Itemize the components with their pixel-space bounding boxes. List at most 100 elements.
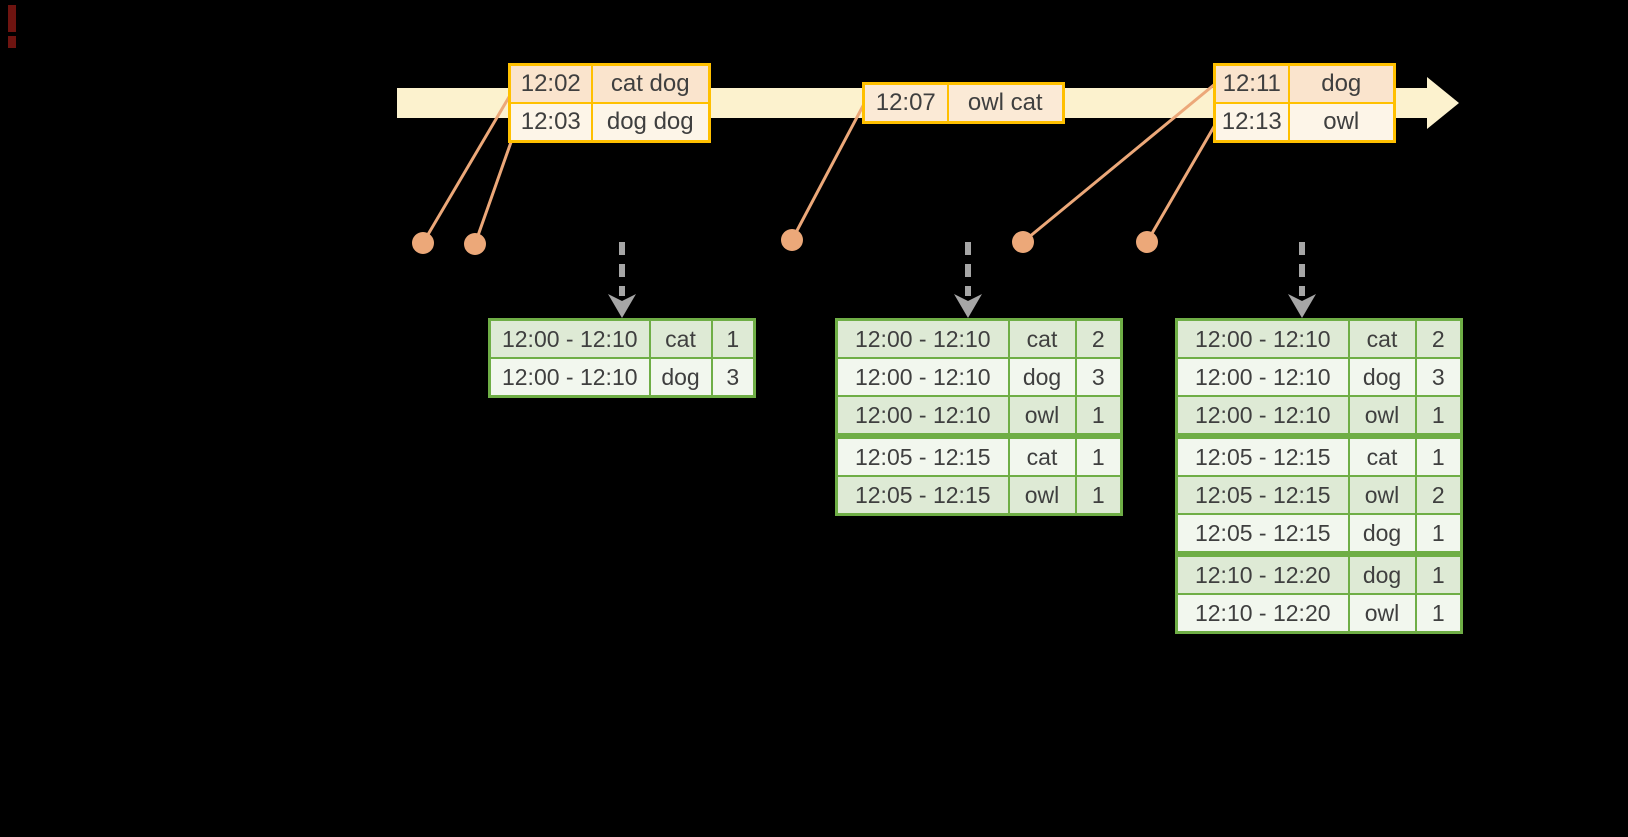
connector-line [1022,82,1216,244]
trigger-arrowhead-icon [608,294,636,318]
count-cell: 3 [710,357,756,398]
event-pin-dot [464,233,486,255]
corner-artifact-mark [8,5,16,32]
result-table-3: 12:00 - 12:10 cat 2 12:00 - 12:10 dog 3 … [1175,318,1463,634]
trigger-arrowhead-icon [954,294,982,318]
event-row: 12:11 dog [1213,63,1396,104]
result-row: 12:00 - 12:10 dog 3 [488,357,756,398]
count-cell: 2 [1074,318,1123,359]
event-pin-dot [1136,231,1158,253]
connector-line [421,91,514,244]
window-cell: 12:05 - 12:15 [1175,433,1350,477]
word-cell: owl [1007,475,1077,516]
word-cell: cat [1007,433,1077,477]
word-cell: dog [1347,513,1417,555]
count-cell: 2 [1414,475,1463,515]
event-pin-dot [1012,231,1034,253]
count-cell: 1 [1414,433,1463,477]
window-cell: 12:05 - 12:15 [835,475,1010,516]
word-cell: cat [1347,318,1417,359]
window-cell: 12:10 - 12:20 [1175,593,1350,634]
result-row: 12:05 - 12:15 owl 1 [835,475,1123,516]
word-cell: dog [1007,357,1077,397]
event-table-3: 12:11 dog 12:13 owl [1213,63,1396,143]
event-table-1: 12:02 cat dog 12:03 dog dog [508,63,711,143]
count-cell: 3 [1074,357,1123,397]
count-cell: 1 [1074,433,1123,477]
event-pins [412,229,1158,255]
result-row: 12:00 - 12:10 dog 3 [1175,357,1463,397]
result-row: 12:05 - 12:15 cat 1 [835,433,1123,477]
event-row: 12:02 cat dog [508,63,711,104]
word-cell: owl [1347,395,1417,437]
count-cell: 1 [1074,395,1123,437]
count-cell: 1 [1414,395,1463,437]
window-cell: 12:10 - 12:20 [1175,551,1350,595]
event-connectors [421,82,1217,245]
window-cell: 12:05 - 12:15 [1175,513,1350,555]
event-words-cell: dog [1287,63,1396,104]
result-table-2: 12:00 - 12:10 cat 2 12:00 - 12:10 dog 3 … [835,318,1123,516]
window-cell: 12:00 - 12:10 [488,357,651,398]
result-row: 12:05 - 12:15 dog 1 [1175,513,1463,555]
word-cell: owl [1007,395,1077,437]
timeline-arrowhead-icon [1427,77,1459,129]
event-row: 12:07 owl cat [862,82,1065,124]
count-cell: 1 [1074,475,1123,516]
event-words-cell: cat dog [590,63,711,104]
event-time-cell: 12:07 [862,82,949,124]
result-row: 12:00 - 12:10 owl 1 [835,395,1123,437]
count-cell: 3 [1414,357,1463,397]
window-cell: 12:00 - 12:10 [1175,395,1350,437]
event-words-cell: owl [1287,102,1396,143]
count-cell: 1 [1414,513,1463,555]
window-cell: 12:00 - 12:10 [835,395,1010,437]
window-cell: 12:05 - 12:15 [1175,475,1350,515]
window-cell: 12:00 - 12:10 [488,318,651,359]
word-cell: dog [1347,357,1417,397]
count-cell: 1 [1414,593,1463,634]
word-cell: owl [1347,475,1417,515]
result-row: 12:10 - 12:20 dog 1 [1175,551,1463,595]
result-row: 12:10 - 12:20 owl 1 [1175,593,1463,634]
event-words-cell: owl cat [946,82,1065,124]
result-row: 12:00 - 12:10 dog 3 [835,357,1123,397]
event-time-cell: 12:02 [508,63,593,104]
word-cell: dog [1347,551,1417,595]
window-cell: 12:05 - 12:15 [835,433,1010,477]
window-cell: 12:00 - 12:10 [835,357,1010,397]
count-cell: 1 [710,318,756,359]
word-cell: cat [648,318,713,359]
window-cell: 12:00 - 12:10 [1175,357,1350,397]
count-cell: 2 [1414,318,1463,359]
connector-line [1145,124,1217,243]
corner-artifact-mark [8,36,16,48]
window-cell: 12:00 - 12:10 [1175,318,1350,359]
event-pin-dot [412,232,434,254]
result-row: 12:00 - 12:10 owl 1 [1175,395,1463,437]
trigger-arrows [608,242,1316,318]
count-cell: 1 [1414,551,1463,595]
result-row: 12:00 - 12:10 cat 2 [835,318,1123,359]
event-time-cell: 12:11 [1213,63,1290,104]
result-row: 12:05 - 12:15 cat 1 [1175,433,1463,477]
window-cell: 12:00 - 12:10 [835,318,1010,359]
connector-line [473,127,518,245]
word-cell: owl [1347,593,1417,634]
result-row: 12:05 - 12:15 owl 2 [1175,475,1463,515]
event-row: 12:03 dog dog [508,102,711,143]
event-table-2: 12:07 owl cat [862,82,1065,124]
word-cell: cat [1007,318,1077,359]
result-row: 12:00 - 12:10 cat 2 [1175,318,1463,359]
event-pin-dot [781,229,803,251]
result-table-1: 12:00 - 12:10 cat 1 12:00 - 12:10 dog 3 [488,318,756,398]
connector-line [790,103,866,241]
event-words-cell: dog dog [590,102,711,143]
result-row: 12:00 - 12:10 cat 1 [488,318,756,359]
event-row: 12:13 owl [1213,102,1396,143]
event-time-cell: 12:03 [508,102,593,143]
word-cell: cat [1347,433,1417,477]
trigger-arrowhead-icon [1288,294,1316,318]
event-time-cell: 12:13 [1213,102,1290,143]
